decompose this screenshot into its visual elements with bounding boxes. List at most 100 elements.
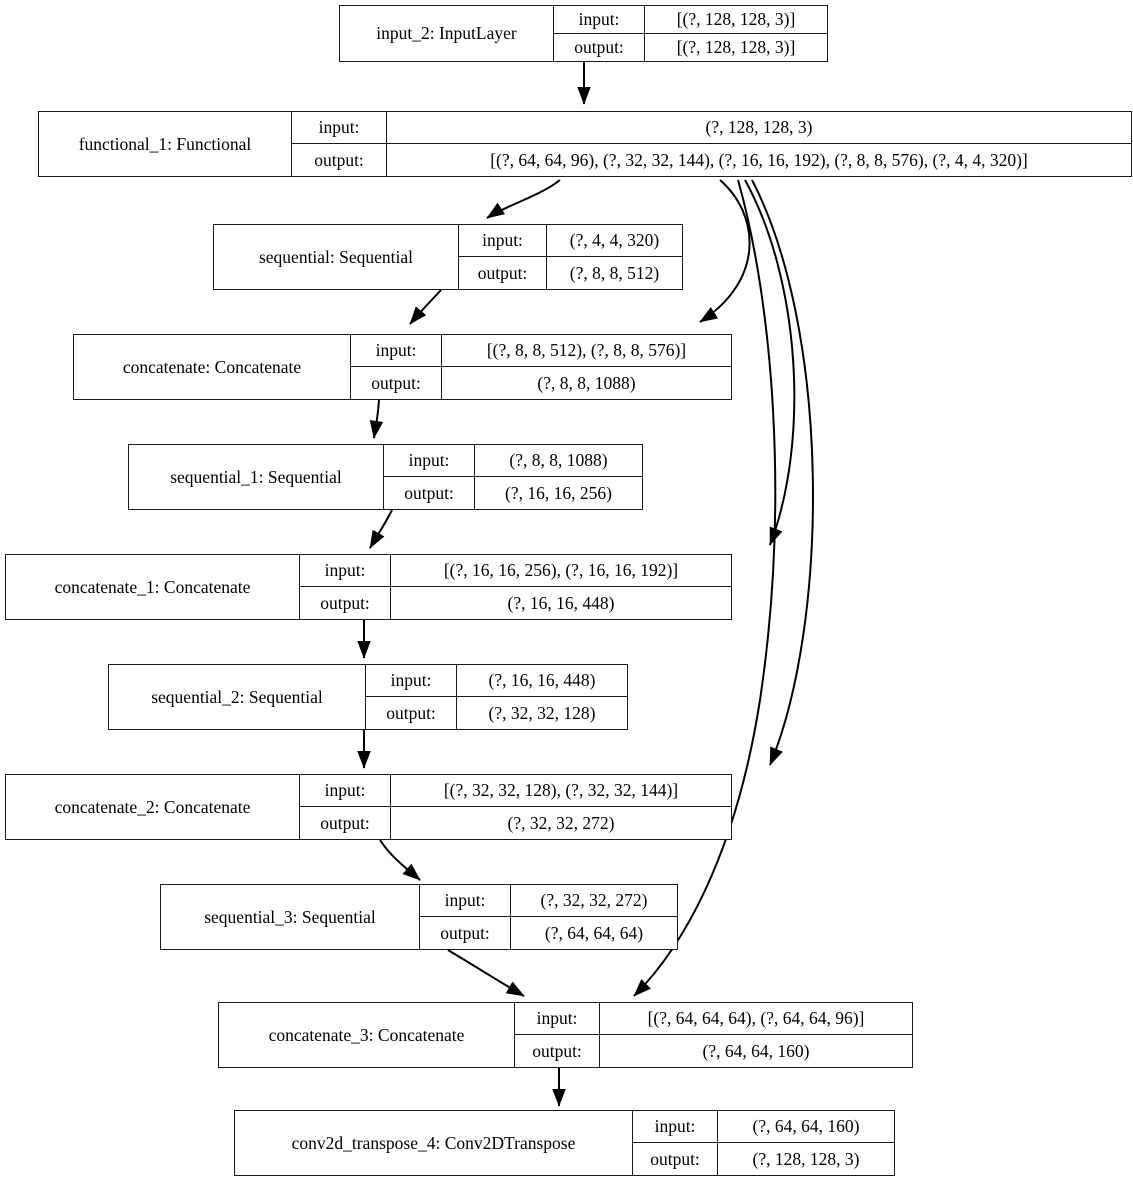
io-label-output: output: bbox=[300, 587, 391, 619]
io-value-input: [(?, 128, 128, 3)] bbox=[676, 8, 796, 29]
io-row-input: input: (?, 4, 4, 320) bbox=[459, 225, 682, 257]
io-row-input: input: (?, 16, 16, 448) bbox=[366, 665, 627, 697]
io-label-output: output: bbox=[300, 807, 391, 839]
node-title: functional_1: Functional bbox=[39, 112, 292, 176]
io-label-input: input: bbox=[420, 885, 511, 916]
edge-functional1-to-concatenate bbox=[699, 179, 751, 323]
io-value-output: (?, 16, 16, 256) bbox=[505, 482, 612, 503]
node-concatenate_1[interactable]: concatenate_1: Concatenate input: [(?, 1… bbox=[5, 554, 732, 620]
node-title: concatenate_1: Concatenate bbox=[6, 555, 300, 619]
node-title: sequential: Sequential bbox=[214, 225, 459, 289]
io-row-input: input: (?, 64, 64, 160) bbox=[633, 1111, 894, 1143]
io-row-input: input: [(?, 8, 8, 512), (?, 8, 8, 576)] bbox=[351, 335, 731, 367]
edge-sequential1-to-concatenate1 bbox=[369, 509, 393, 549]
io-value-output: (?, 8, 8, 512) bbox=[569, 262, 660, 283]
node-title: sequential_2: Sequential bbox=[109, 665, 366, 729]
node-concatenate_3[interactable]: concatenate_3: Concatenate input: [(?, 6… bbox=[218, 1002, 913, 1068]
io-row-input: input: [(?, 16, 16, 256), (?, 16, 16, 19… bbox=[300, 555, 731, 587]
io-label-output: output: bbox=[292, 144, 387, 176]
io-row-output: output: (?, 64, 64, 160) bbox=[515, 1035, 912, 1067]
io-value-output: [(?, 64, 64, 96), (?, 32, 32, 144), (?, … bbox=[490, 149, 1028, 170]
node-sequential_2[interactable]: sequential_2: Sequential input: (?, 16, … bbox=[108, 664, 628, 730]
io-block: input: (?, 32, 32, 272) output: (?, 64, … bbox=[420, 885, 677, 949]
io-label-input: input: bbox=[366, 665, 457, 696]
io-label-input: input: bbox=[515, 1003, 600, 1034]
node-functional_1[interactable]: functional_1: Functional input: (?, 128,… bbox=[38, 111, 1132, 177]
edge-concatenate-to-sequential1 bbox=[369, 399, 384, 439]
edge-concatenate2-to-sequential3 bbox=[379, 839, 421, 881]
io-value-input: (?, 8, 8, 1088) bbox=[509, 450, 608, 470]
io-value-input: (?, 64, 64, 160) bbox=[752, 1116, 860, 1136]
io-value-input: (?, 4, 4, 320) bbox=[569, 230, 660, 250]
node-sequential[interactable]: sequential: Sequential input: (?, 4, 4, … bbox=[213, 224, 683, 290]
node-title: sequential_3: Sequential bbox=[161, 885, 420, 949]
io-label-output: output: bbox=[515, 1035, 600, 1067]
io-block: input: [(?, 16, 16, 256), (?, 16, 16, 19… bbox=[300, 555, 731, 619]
io-row-output: output: (?, 8, 8, 1088) bbox=[351, 367, 731, 399]
io-value-output: (?, 8, 8, 1088) bbox=[537, 372, 636, 393]
io-value-input: (?, 16, 16, 448) bbox=[488, 670, 596, 690]
io-row-input: input: (?, 8, 8, 1088) bbox=[384, 445, 642, 477]
edge-sequential3-to-concatenate3 bbox=[447, 949, 525, 997]
node-title: conv2d_transpose_4: Conv2DTranspose bbox=[235, 1111, 633, 1175]
io-block: input: (?, 4, 4, 320) output: (?, 8, 8, … bbox=[459, 225, 682, 289]
node-title: concatenate: Concatenate bbox=[74, 335, 351, 399]
io-value-output: (?, 32, 32, 128) bbox=[488, 702, 596, 723]
io-block: input: (?, 64, 64, 160) output: (?, 128,… bbox=[633, 1111, 894, 1175]
io-row-output: output: (?, 128, 128, 3) bbox=[633, 1143, 894, 1175]
io-value-input: (?, 32, 32, 272) bbox=[540, 890, 648, 910]
node-sequential_1[interactable]: sequential_1: Sequential input: (?, 8, 8… bbox=[128, 444, 643, 510]
io-label-output: output: bbox=[384, 477, 475, 509]
io-label-input: input: bbox=[633, 1111, 718, 1142]
io-block: input: (?, 16, 16, 448) output: (?, 32, … bbox=[366, 665, 627, 729]
io-block: input: [(?, 64, 64, 64), (?, 64, 64, 96)… bbox=[515, 1003, 912, 1067]
io-row-input: input: [(?, 128, 128, 3)] bbox=[554, 6, 827, 34]
io-value-output: [(?, 128, 128, 3)] bbox=[676, 36, 796, 57]
node-concatenate[interactable]: concatenate: Concatenate input: [(?, 8, … bbox=[73, 334, 732, 400]
io-row-output: output: (?, 16, 16, 448) bbox=[300, 587, 731, 619]
io-value-output: (?, 32, 32, 272) bbox=[507, 812, 615, 833]
io-label-input: input: bbox=[300, 775, 391, 806]
node-conv2d_transpose_4[interactable]: conv2d_transpose_4: Conv2DTranspose inpu… bbox=[234, 1110, 895, 1176]
io-row-output: output: (?, 32, 32, 272) bbox=[300, 807, 731, 839]
node-title: sequential_1: Sequential bbox=[129, 445, 384, 509]
io-row-output: output: (?, 32, 32, 128) bbox=[366, 697, 627, 729]
io-value-output: (?, 64, 64, 64) bbox=[544, 922, 644, 943]
io-label-input: input: bbox=[300, 555, 391, 586]
edge-functional1-to-sequential bbox=[486, 179, 561, 219]
io-row-output: output: (?, 8, 8, 512) bbox=[459, 257, 682, 289]
io-label-output: output: bbox=[351, 367, 442, 399]
io-label-output: output: bbox=[459, 257, 547, 289]
io-value-input: [(?, 64, 64, 64), (?, 64, 64, 96)] bbox=[647, 1008, 865, 1028]
io-value-input: [(?, 32, 32, 128), (?, 32, 32, 144)] bbox=[443, 780, 679, 800]
io-value-output: (?, 16, 16, 448) bbox=[507, 592, 615, 613]
io-block: input: [(?, 128, 128, 3)] output: [(?, 1… bbox=[554, 6, 827, 61]
io-label-output: output: bbox=[366, 697, 457, 729]
node-title: input_2: InputLayer bbox=[340, 6, 554, 61]
node-concatenate_2[interactable]: concatenate_2: Concatenate input: [(?, 3… bbox=[5, 774, 732, 840]
node-input_2[interactable]: input_2: InputLayer input: [(?, 128, 128… bbox=[339, 5, 828, 62]
io-value-output: (?, 64, 64, 160) bbox=[702, 1040, 810, 1061]
io-label-input: input: bbox=[384, 445, 475, 476]
node-title: concatenate_3: Concatenate bbox=[219, 1003, 515, 1067]
io-block: input: (?, 128, 128, 3) output: [(?, 64,… bbox=[292, 112, 1131, 176]
io-row-output: output: [(?, 128, 128, 3)] bbox=[554, 33, 827, 61]
node-title: concatenate_2: Concatenate bbox=[6, 775, 300, 839]
edge-functional1-to-concatenate2 bbox=[751, 179, 814, 766]
io-label-output: output: bbox=[554, 33, 645, 61]
io-block: input: (?, 8, 8, 1088) output: (?, 16, 1… bbox=[384, 445, 642, 509]
io-value-input: [(?, 8, 8, 512), (?, 8, 8, 576)] bbox=[486, 340, 687, 360]
io-row-input: input: [(?, 64, 64, 64), (?, 64, 64, 96)… bbox=[515, 1003, 912, 1035]
io-block: input: [(?, 8, 8, 512), (?, 8, 8, 576)] … bbox=[351, 335, 731, 399]
edge-functional1-to-concatenate1 bbox=[744, 179, 796, 546]
io-label-output: output: bbox=[633, 1143, 718, 1175]
io-row-output: output: (?, 16, 16, 256) bbox=[384, 477, 642, 509]
io-value-input: [(?, 16, 16, 256), (?, 16, 16, 192)] bbox=[443, 560, 679, 580]
io-label-input: input: bbox=[351, 335, 442, 366]
io-row-output: output: [(?, 64, 64, 96), (?, 32, 32, 14… bbox=[292, 144, 1131, 176]
io-row-input: input: (?, 128, 128, 3) bbox=[292, 112, 1131, 144]
node-sequential_3[interactable]: sequential_3: Sequential input: (?, 32, … bbox=[160, 884, 678, 950]
io-value-input: (?, 128, 128, 3) bbox=[705, 117, 813, 137]
io-row-input: input: (?, 32, 32, 272) bbox=[420, 885, 677, 917]
